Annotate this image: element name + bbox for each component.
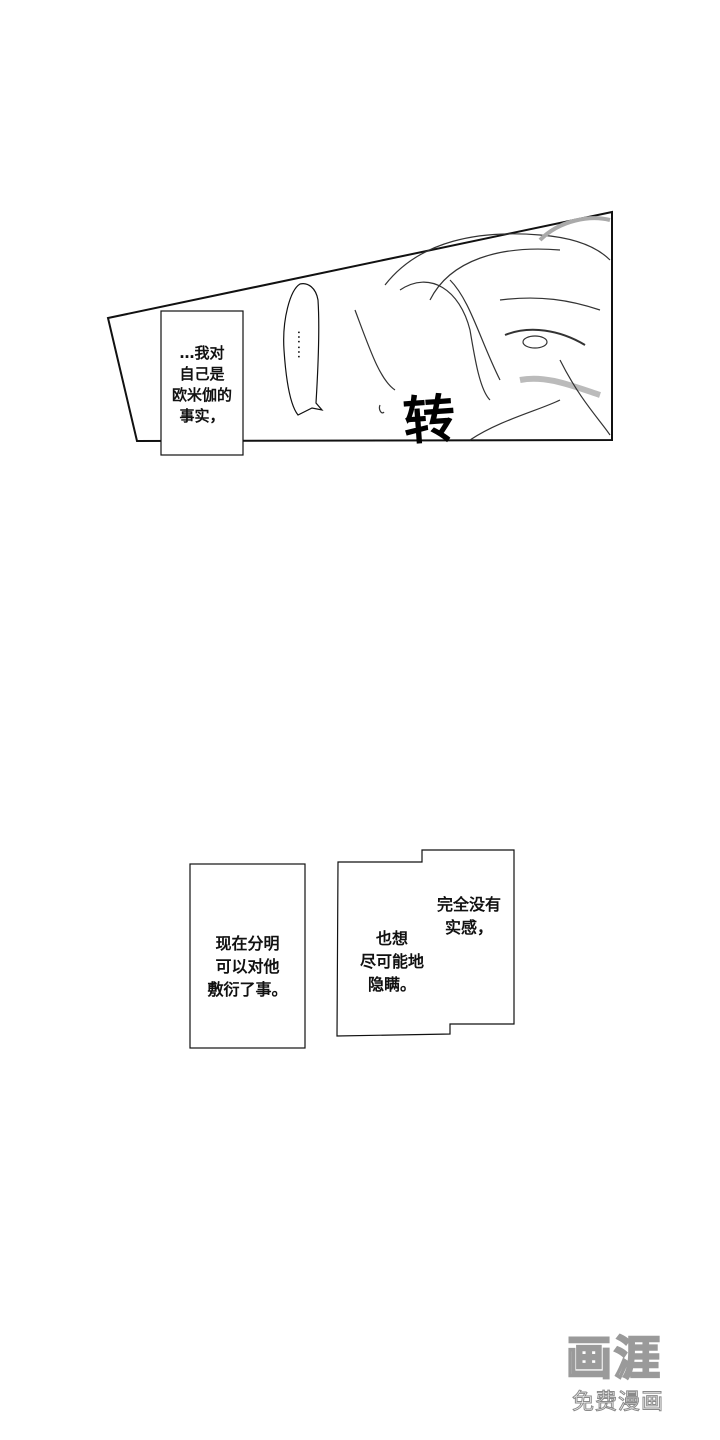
narration-caption: …我对 自己是 欧米伽的 事实， [171,344,232,425]
character-illustration [354,216,611,441]
watermark-logo: 画涯 [565,1330,662,1386]
speech-bubble-text: …… [294,330,310,360]
narration-caption-right-bottom: 也想 尽可能地 隐瞒。 [359,929,424,994]
caption-box-right [336,849,515,1037]
narration-caption-right-top: 完全没有 实感， [436,895,501,937]
watermark-subtitle: 免费漫画 [571,1390,665,1416]
sound-effect: 转 [401,389,458,453]
caption-box-left [189,863,306,1049]
narration-caption-left: 现在分明 可以对他 敷衍了事。 [207,934,288,999]
caption-box [160,310,244,456]
speech-bubble [283,283,324,416]
